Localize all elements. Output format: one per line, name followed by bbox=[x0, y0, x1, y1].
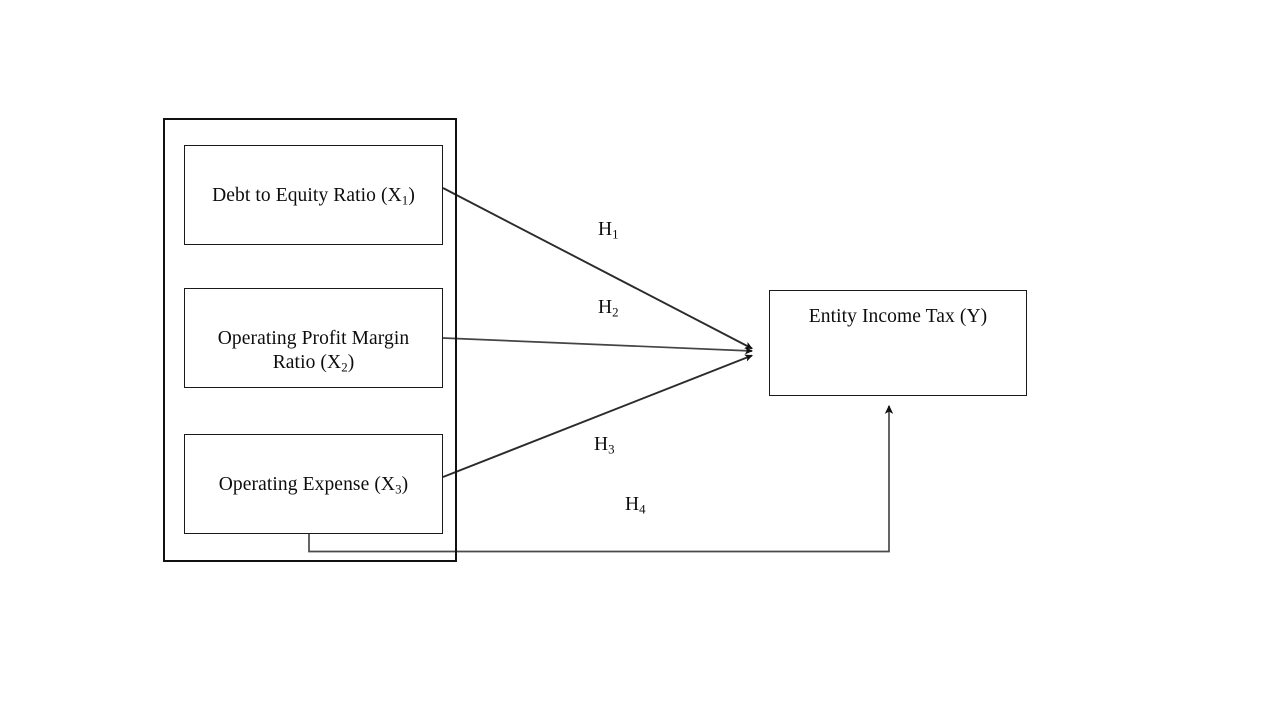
subscript-x1: 1 bbox=[401, 193, 409, 208]
hypothesis-label-h3: H3 bbox=[594, 434, 615, 457]
connector-h1 bbox=[442, 187, 753, 350]
subscript-h1: 1 bbox=[612, 227, 619, 242]
node-label-x3: Operating Expense (X3) bbox=[218, 473, 409, 497]
node-label-x2: Operating Profit Margin Ratio (X2) bbox=[217, 327, 410, 375]
subscript-x2: 2 bbox=[341, 360, 348, 375]
node-operating-profit-margin-ratio[interactable]: Operating Profit Margin Ratio (X2) bbox=[184, 288, 443, 388]
hypothesis-label-h4: H4 bbox=[625, 494, 646, 517]
subscript-h3: 3 bbox=[608, 442, 615, 457]
hypothesis-label-h1: H1 bbox=[598, 219, 619, 242]
node-debt-to-equity-ratio[interactable]: Debt to Equity Ratio (X1) bbox=[184, 145, 443, 245]
connector-h3 bbox=[442, 354, 753, 478]
hypothesis-label-h2: H2 bbox=[598, 297, 619, 320]
subscript-x3: 3 bbox=[395, 482, 402, 497]
subscript-h4: 4 bbox=[639, 502, 646, 517]
node-entity-income-tax[interactable]: Entity Income Tax (Y) bbox=[769, 290, 1027, 396]
independent-variables-group bbox=[163, 118, 457, 562]
connector-h2 bbox=[442, 337, 753, 355]
node-label-y: Entity Income Tax (Y) bbox=[808, 306, 988, 327]
node-label-x1: Debt to Equity Ratio (X1) bbox=[212, 184, 415, 208]
node-operating-expense[interactable]: Operating Expense (X3) bbox=[184, 434, 443, 534]
subscript-h2: 2 bbox=[612, 305, 619, 320]
